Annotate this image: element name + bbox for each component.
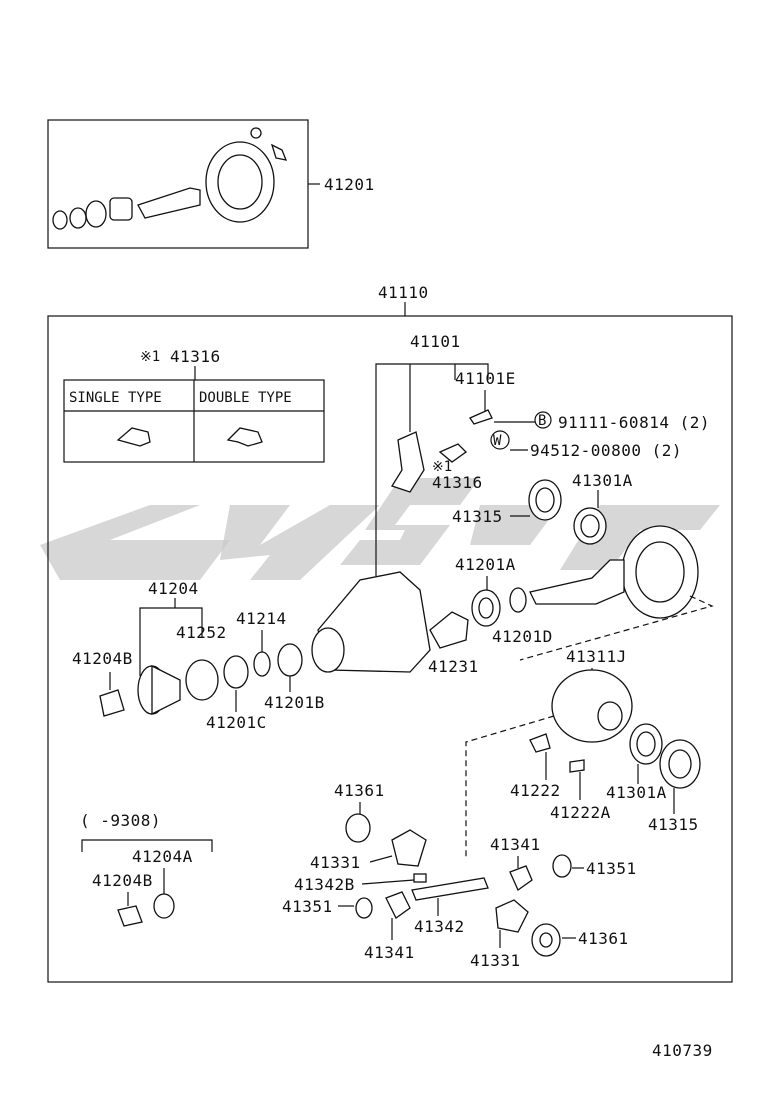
svg-text:41331: 41331 <box>470 951 521 970</box>
table-part-number: 41316 <box>170 347 221 366</box>
svg-text:41315: 41315 <box>452 507 503 526</box>
svg-text:41101E: 41101E <box>455 369 516 388</box>
svg-text:41201C: 41201C <box>206 713 267 732</box>
callout-41201: 41201 <box>324 175 375 194</box>
svg-text:41311J: 41311J <box>566 647 627 666</box>
svg-text:41342B: 41342B <box>294 875 355 894</box>
svg-text:( -9308): ( -9308) <box>80 811 161 830</box>
main-assembly-box: 41110 <box>47 283 733 983</box>
svg-text:41201B: 41201B <box>264 693 325 712</box>
differential-case: 41311J 41222 41222A 41301A 41315 <box>465 647 701 860</box>
svg-text:41301A: 41301A <box>572 471 633 490</box>
svg-text:41341: 41341 <box>490 835 541 854</box>
svg-text:W: W <box>493 433 502 449</box>
svg-text:※1: ※1 <box>432 459 452 475</box>
ring-gear-pinion-box: 41201 <box>47 119 375 249</box>
svg-text:41252: 41252 <box>176 623 227 642</box>
svg-text:41341: 41341 <box>364 943 415 962</box>
svg-text:41316: 41316 <box>432 473 483 492</box>
svg-text:41351: 41351 <box>586 859 637 878</box>
svg-text:41204: 41204 <box>148 579 199 598</box>
table-col-single: SINGLE TYPE <box>69 390 162 406</box>
svg-text:41331: 41331 <box>310 853 361 872</box>
svg-text:B: B <box>538 413 546 429</box>
svg-text:41101: 41101 <box>410 332 461 351</box>
single-bracket-icon <box>116 427 151 447</box>
diagram-number: 410739 <box>652 1041 713 1060</box>
callout-41110: 41110 <box>378 283 429 302</box>
svg-text:41231: 41231 <box>428 657 479 676</box>
svg-text:41201D: 41201D <box>492 627 553 646</box>
svg-text:41222A: 41222A <box>550 803 611 822</box>
svg-text:41204A: 41204A <box>132 847 193 866</box>
svg-text:41201A: 41201A <box>455 555 516 574</box>
svg-text:41361: 41361 <box>578 929 629 948</box>
early-model-group: ( -9308) 41204A 41204B <box>80 811 213 927</box>
carrier-housing: 41231 <box>311 571 479 676</box>
pinion-gear-group: 41361 41331 41342B 41351 41341 41342 413… <box>282 781 637 970</box>
double-bracket-icon <box>226 427 263 447</box>
left-flange-group: 41204 41214 41252 41204B 41201B 41201C <box>72 579 325 732</box>
right-upper-group: 41301A 41315 41201A 41201D <box>452 471 714 661</box>
table-mark: ※1 <box>140 349 160 365</box>
svg-text:41214: 41214 <box>236 609 287 628</box>
svg-text:41351: 41351 <box>282 897 333 916</box>
svg-text:41315: 41315 <box>648 815 699 834</box>
table-col-double: DOUBLE TYPE <box>199 390 292 406</box>
svg-text:94512-00800 (2): 94512-00800 (2) <box>530 441 682 460</box>
type-table: ※1 41316 SINGLE TYPE DOUBLE TYPE <box>63 347 325 463</box>
svg-text:41204B: 41204B <box>92 871 153 890</box>
svg-text:41222: 41222 <box>510 781 561 800</box>
svg-text:41301A: 41301A <box>606 783 667 802</box>
svg-text:41361: 41361 <box>334 781 385 800</box>
svg-text:41342: 41342 <box>414 917 465 936</box>
carrier-group: 41101 41101E B 91111-60814 (2) W 94512-0… <box>375 332 710 576</box>
svg-text:41204B: 41204B <box>72 649 133 668</box>
svg-text:91111-60814 (2): 91111-60814 (2) <box>558 413 710 432</box>
